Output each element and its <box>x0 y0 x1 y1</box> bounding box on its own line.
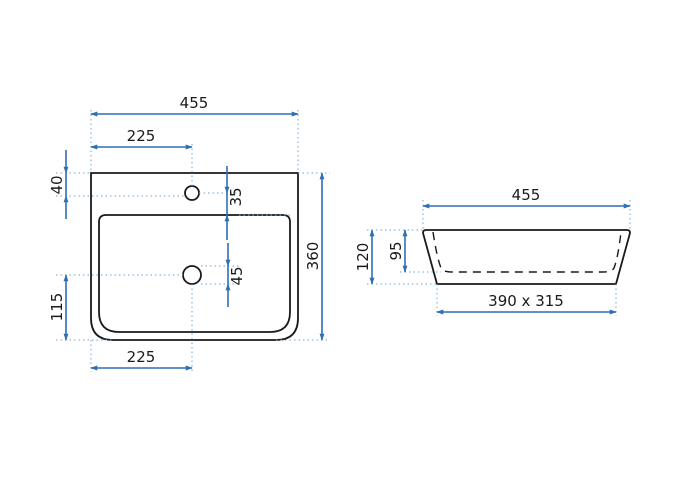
dim-tap-from-left: 225 <box>127 127 156 145</box>
dim-side-total-height: 120 <box>354 243 372 272</box>
dim-overall-height: 360 <box>304 242 322 271</box>
drain-hole <box>182 265 202 285</box>
bowl-inner-outline <box>98 214 291 333</box>
side-view: 455 120 95 390 x 315 <box>354 186 631 316</box>
dim-side-bowl-depth: 95 <box>387 241 405 260</box>
dim-side-base: 390 x 315 <box>488 292 564 310</box>
dim-tap-from-top: 40 <box>48 175 66 194</box>
dim-drain-from-left: 225 <box>127 348 156 366</box>
dim-drain-height: 115 <box>48 293 66 322</box>
side-outer-outline <box>422 229 631 285</box>
tap-hole <box>184 185 200 201</box>
dim-side-top-width: 455 <box>512 186 541 204</box>
dim-tap-to-bowl: 35 <box>227 187 245 206</box>
dim-drain-diameter: 45 <box>228 266 246 285</box>
basin-outer-outline <box>90 172 299 341</box>
dim-overall-width: 455 <box>180 94 209 112</box>
front-view: 455 225 40 35 360 45 115 225 <box>48 94 330 372</box>
side-bowl-dashed <box>432 231 622 273</box>
